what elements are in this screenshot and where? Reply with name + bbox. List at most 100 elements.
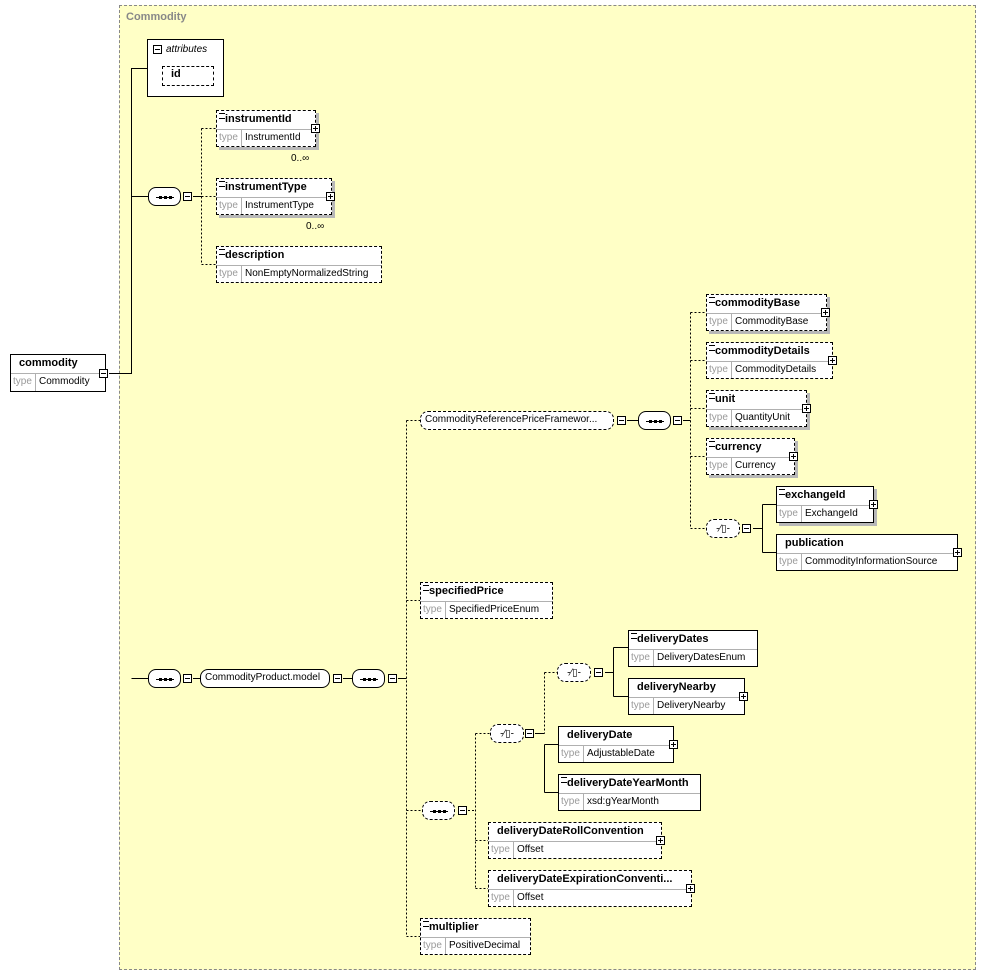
element-name: specifiedPrice <box>429 585 504 597</box>
collapse-root-icon[interactable] <box>99 369 108 378</box>
expand-exchangeId-icon[interactable] <box>869 500 878 509</box>
type-value: Offset <box>517 844 544 855</box>
type-label: type <box>561 748 580 759</box>
element-name: unit <box>715 393 736 405</box>
element-exchangeId[interactable]: exchangeId type ExchangeId <box>776 486 874 523</box>
type-value: xsd:gYearMonth <box>587 796 659 807</box>
choice-compositor: -⁄▯- <box>557 663 591 682</box>
expand-deliveryDateRollConvention-icon[interactable] <box>656 836 665 845</box>
type-label: type <box>219 268 238 279</box>
element-name: instrumentType <box>225 181 307 193</box>
type-label: type <box>709 316 728 327</box>
expand-unit-icon[interactable] <box>802 404 811 413</box>
type-value: PositiveDecimal <box>449 940 521 951</box>
type-label: type <box>491 892 510 903</box>
element-name: description <box>225 249 285 261</box>
type-value: InstrumentType <box>245 200 314 211</box>
group-commodity-reference-price-framework[interactable]: CommodityReferencePriceFramewor... <box>420 411 614 430</box>
type-value: InstrumentId <box>245 132 301 143</box>
expand-commodityBase-icon[interactable] <box>821 308 830 317</box>
collapse-group-icon[interactable] <box>617 416 626 425</box>
expand-publication-icon[interactable] <box>953 548 962 557</box>
element-unit[interactable]: unit type QuantityUnit <box>706 390 807 427</box>
element-instrumentId[interactable]: instrumentId type InstrumentId <box>216 110 316 147</box>
occurrence-label: 0..∞ <box>306 221 325 232</box>
type-value: DeliveryNearby <box>657 700 726 711</box>
element-name: exchangeId <box>785 489 846 501</box>
element-name: publication <box>785 537 844 549</box>
type-value: ExchangeId <box>805 508 858 519</box>
collapse-group-icon[interactable] <box>333 674 342 683</box>
type-label: type <box>709 364 728 375</box>
element-name: currency <box>715 441 762 453</box>
expand-instrumentType-icon[interactable] <box>326 192 335 201</box>
attributes-box: attributes id <box>147 39 224 97</box>
element-currency[interactable]: currency type Currency <box>706 438 795 475</box>
element-name: commodityDetails <box>715 345 810 357</box>
region-title: Commodity <box>126 11 187 23</box>
type-value: SpecifiedPriceEnum <box>449 604 540 615</box>
collapse-sequence-icon[interactable] <box>458 806 467 815</box>
expand-currency-icon[interactable] <box>789 452 798 461</box>
element-name: instrumentId <box>225 113 292 125</box>
type-label: type <box>561 796 580 807</box>
sequence-compositor <box>638 411 671 430</box>
type-label: type <box>423 940 442 951</box>
attributes-label: attributes <box>166 44 208 55</box>
element-deliveryNearby[interactable]: deliveryNearby type DeliveryNearby <box>628 678 745 715</box>
type-value: Currency <box>735 460 776 471</box>
type-label: type <box>631 700 650 711</box>
group-commodity-product-model[interactable]: CommodityProduct.model <box>200 669 330 688</box>
element-name: deliveryDates <box>637 633 709 645</box>
type-value: QuantityUnit <box>735 412 791 423</box>
element-deliveryDateExpirationConvention[interactable]: deliveryDateExpirationConventi... type Of… <box>488 870 692 907</box>
element-deliveryDateRollConvention[interactable]: deliveryDateRollConvention type Offset <box>488 822 662 859</box>
collapse-attributes-icon[interactable] <box>153 45 162 54</box>
choice-compositor: -⁄▯- <box>490 724 524 743</box>
type-value: DeliveryDatesEnum <box>657 652 746 663</box>
collapse-sequence-icon[interactable] <box>183 674 192 683</box>
collapse-sequence-icon[interactable] <box>183 192 192 201</box>
expand-deliveryDateExpirationConvention-icon[interactable] <box>686 884 695 893</box>
element-deliveryDateYearMonth[interactable]: deliveryDateYearMonth type xsd:gYearMonth <box>558 774 701 811</box>
expand-commodityDetails-icon[interactable] <box>828 356 837 365</box>
type-value: Commodity <box>39 376 90 387</box>
type-label: type <box>779 508 798 519</box>
type-value: AdjustableDate <box>587 748 655 759</box>
collapse-sequence-icon[interactable] <box>388 674 397 683</box>
type-value: Offset <box>517 892 544 903</box>
sequence-compositor <box>148 187 181 206</box>
type-label: type <box>491 844 510 855</box>
choice-compositor: -⁄▯- <box>706 519 740 538</box>
collapse-choice-icon[interactable] <box>594 668 603 677</box>
occurrence-label: 0..∞ <box>291 153 310 164</box>
expand-deliveryDate-icon[interactable] <box>669 740 678 749</box>
collapse-choice-icon[interactable] <box>742 524 751 533</box>
element-name: deliveryDateRollConvention <box>497 825 644 837</box>
type-value: CommodityInformationSource <box>805 556 938 567</box>
expand-deliveryNearby-icon[interactable] <box>739 692 748 701</box>
type-label: type <box>219 132 238 143</box>
collapse-sequence-icon[interactable] <box>673 416 682 425</box>
type-label: type <box>709 460 728 471</box>
element-name: deliveryDateYearMonth <box>567 777 689 789</box>
collapse-choice-icon[interactable] <box>525 729 534 738</box>
type-label: type <box>709 412 728 423</box>
element-name: deliveryDateExpirationConventi... <box>497 873 673 885</box>
type-value: CommodityBase <box>735 316 809 327</box>
element-publication[interactable]: publication type CommodityInformationSour… <box>776 534 958 571</box>
type-label: type <box>13 376 32 387</box>
type-label: type <box>779 556 798 567</box>
expand-instrumentId-icon[interactable] <box>311 124 320 133</box>
element-name: deliveryNearby <box>637 681 716 693</box>
